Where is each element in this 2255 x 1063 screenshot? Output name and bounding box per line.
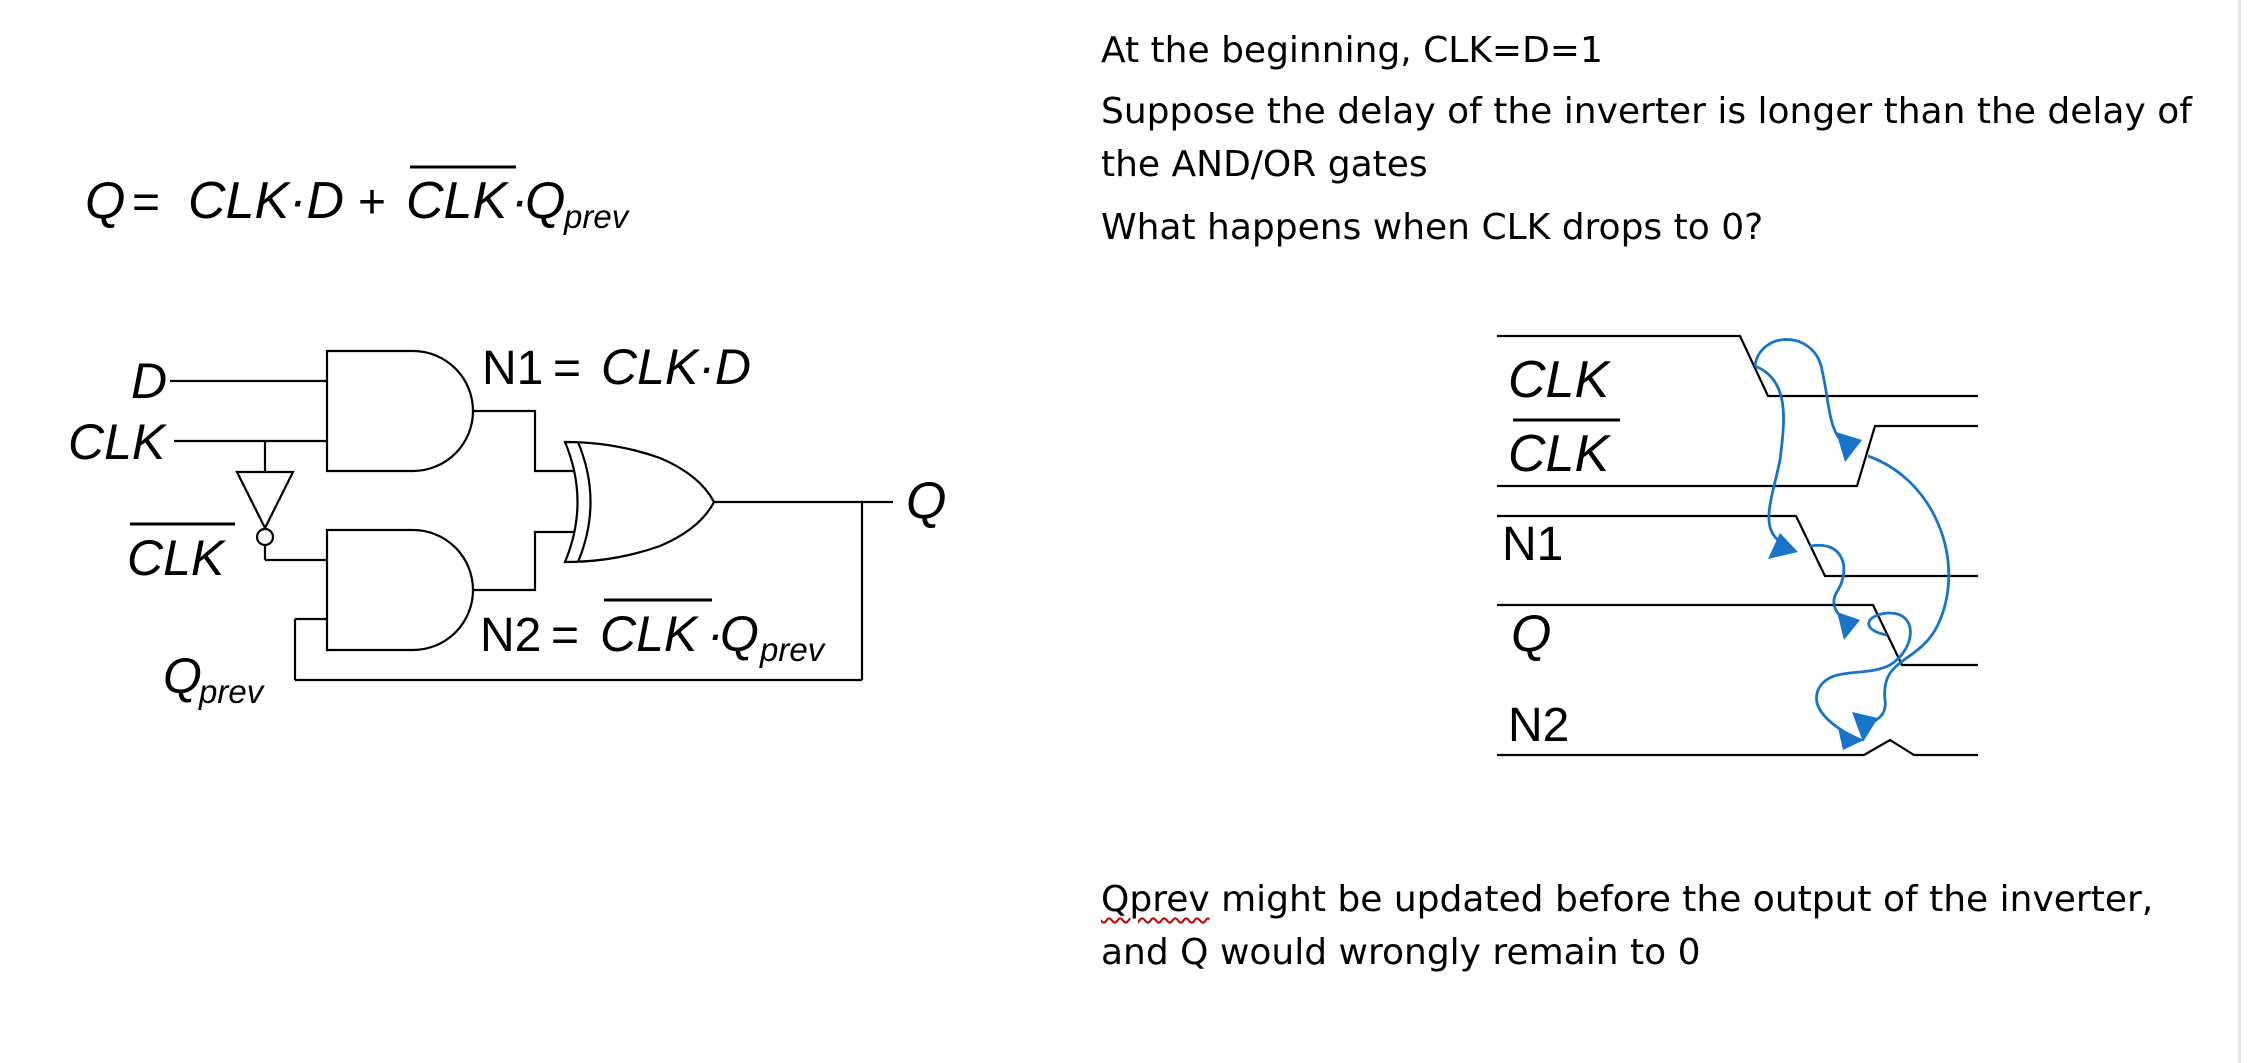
note-conclusion-line1: Qprev might be updated before the output… [1101,873,2153,926]
q-equation: Q = CLK·D + CLK · Q prev [85,165,631,235]
timing-label-clk: CLK [1508,351,1611,409]
arrow-clk-to-clk-bar [1753,338,1846,447]
label-n2-q-sub: prev [759,631,827,668]
arrowhead-n1 [1768,533,1798,559]
label-qprev-sub: prev [198,673,266,710]
label-n2-clk-bar: CLK [600,606,700,662]
circuit-labels: D CLK CLK Q prev Q N1 = CLK·D N2 = CLK ·… [68,339,946,710]
label-qprev: Q [163,648,202,704]
note-initial-state: At the beginning, CLK=D=1 [1101,30,1603,71]
arrowhead-n2-b [1838,728,1864,750]
note-conclusion-qprev: Qprev [1101,879,1210,920]
label-n2-dot: · [707,606,724,662]
timing-label-n2: N2 [1508,699,1569,752]
inverter [235,470,295,531]
arrowhead-q [1837,612,1860,640]
note-question: What happens when CLK drops to 0? [1101,207,1764,248]
note-conclusion-line2: and Q would wrongly remain to 0 [1101,932,1701,973]
latch-circuit [170,349,893,682]
waveform-n2 [1497,738,1978,757]
label-clk-bar: CLK [127,530,227,586]
note-delay-assumption-line1: Suppose the delay of the inverter is lon… [1101,91,2192,132]
label-q-output: Q [906,472,946,530]
label-clk: CLK [68,414,168,470]
label-d: D [131,353,167,409]
waveform-n1 [1497,514,1978,578]
timing-label-n1: N1 [1502,518,1563,571]
label-n2-equals: = [551,609,579,662]
equation-clk-d: CLK·D [188,172,344,230]
label-n1-name: N1 [482,342,543,395]
note-delay-assumption-line2: the AND/OR gates [1101,144,1428,185]
waveform-clk [1497,334,1978,398]
arrowhead-n2-a [1852,712,1878,742]
waveform-q [1497,603,1978,667]
arrow-clk-bar-to-n2 [1861,454,1951,730]
or-gate [563,440,716,564]
note-conclusion-rest: might be updated before the output of th… [1209,879,2154,920]
arrowhead-clk-bar [1836,432,1862,462]
arrowheads [1768,432,1878,750]
causality-arrows [1753,338,1951,740]
equation-dot: · [511,172,528,230]
or-gate-back-curve [576,441,592,563]
label-n1-expr: CLK·D [601,339,751,395]
equation-clk-bar: CLK [406,172,509,230]
inverter-bubble [255,527,275,547]
wire-n2 [473,530,576,592]
slide-edge-divider [2238,0,2241,1063]
equation-qprev-sub: prev [563,198,631,235]
and-gate-1 [325,349,475,473]
arrow-clk-to-n1 [1754,364,1785,542]
label-n1-equals: = [553,342,581,395]
equation-q: Q [85,172,125,230]
label-n2-name: N2 [480,609,541,662]
equation-qprev: Q [525,172,565,230]
wire-n1 [473,409,576,473]
waveform-clk-bar [1497,424,1978,488]
timing-diagram: CLK CLK N1 Q N2 [1497,334,1978,757]
label-n2-q: Q [720,606,759,662]
equation-equals: = [132,176,160,229]
and-gate-2 [325,528,475,652]
timing-label-clk-bar: CLK [1508,425,1611,483]
timing-label-q: Q [1511,605,1551,663]
equation-plus: + [358,176,386,229]
arrow-q-to-n2 [1815,611,1912,740]
